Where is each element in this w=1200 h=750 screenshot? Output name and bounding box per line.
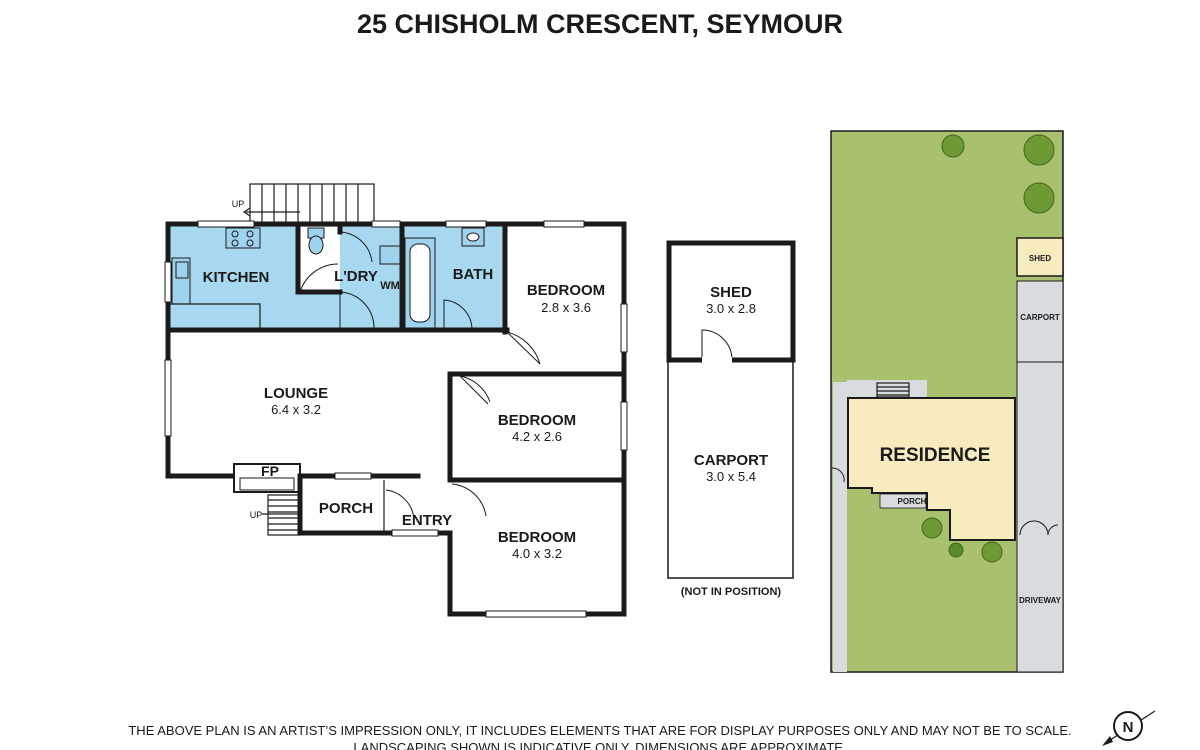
door-swing: [339, 231, 373, 263]
tree-icon: [981, 541, 1003, 563]
window: [164, 261, 172, 303]
window: [620, 303, 628, 353]
burner-icon: [246, 230, 254, 238]
stovetop-icon: [225, 227, 261, 249]
not-in-position-note: (NOT IN POSITION): [681, 586, 782, 598]
door-swing: [385, 489, 415, 521]
gate-swing: [831, 467, 845, 483]
shed-size: 3.0 x 2.8: [706, 301, 756, 316]
room-label-lounge: LOUNGE: [264, 385, 328, 402]
stairs-top: [242, 183, 375, 227]
carport-size: 3.0 x 5.4: [706, 469, 756, 484]
room-label-fireplace: FP: [261, 463, 279, 479]
door-swing: [443, 299, 473, 331]
compass-north-label: N: [1123, 719, 1134, 736]
carport-label: CARPORT: [694, 452, 768, 469]
stairs-up-label: UP: [250, 510, 263, 520]
room-size-bedroom: 4.0 x 3.2: [512, 546, 562, 561]
site-carport-label: CARPORT: [1020, 313, 1060, 322]
room-label-bedroom: BEDROOM: [498, 529, 576, 546]
window: [371, 220, 401, 228]
room-size-bedroom: 4.2 x 2.6: [512, 429, 562, 444]
site-plan: RESIDENCE PORCH SHED CARPORT DRIVEWAY: [830, 130, 1064, 673]
window: [485, 610, 587, 618]
window: [197, 220, 255, 228]
room-label-laundry: L'DRY: [334, 268, 378, 285]
door-swing: [339, 291, 375, 329]
main-house: UP: [164, 183, 628, 618]
site-porch: [879, 493, 927, 509]
toilet-icon: [308, 235, 324, 255]
site-residence-label: RESIDENCE: [880, 445, 991, 466]
burner-icon: [231, 230, 239, 238]
north-compass: N: [1102, 710, 1156, 746]
room-label-entry: ENTRY: [402, 512, 452, 529]
shed-label: SHED: [710, 284, 752, 301]
window: [620, 401, 628, 451]
shrub-icon: [948, 542, 964, 558]
room-label-bedroom: BEDROOM: [498, 412, 576, 429]
rear-path: [847, 380, 927, 398]
basin-icon: [466, 232, 480, 242]
room-label-kitchen: KITCHEN: [203, 269, 270, 286]
outbuildings: SHED 3.0 x 2.8 CARPORT 3.0 x 5.4 (NOT IN…: [666, 240, 796, 598]
bedroom-walls: [447, 371, 627, 483]
gate-swing: [1047, 524, 1059, 536]
carport-outline: [667, 242, 794, 579]
tree-icon: [1023, 134, 1055, 166]
interior-walls: [165, 221, 510, 335]
site-residence: [847, 397, 1016, 541]
tree-icon: [941, 134, 965, 158]
bathtub-inner: [409, 243, 431, 323]
window: [543, 220, 585, 228]
stairs-up-label: UP: [232, 199, 245, 209]
disclaimer-line-1: THE ABOVE PLAN IS AN ARTIST’S IMPRESSION…: [128, 723, 1071, 738]
room-label-bedroom: BEDROOM: [527, 282, 605, 299]
sink-bowl-icon: [175, 261, 189, 279]
driveway-paving: [1016, 280, 1064, 673]
room-label-bath: BATH: [453, 266, 494, 283]
burner-icon: [246, 239, 254, 247]
door-swing: [299, 263, 339, 293]
plan-title: 25 CHISHOLM CRESCENT, SEYMOUR: [357, 9, 843, 39]
room-size-lounge: 6.4 x 3.2: [271, 402, 321, 417]
site-shed-label: SHED: [1029, 254, 1051, 263]
stairs-bottom: [262, 494, 301, 536]
site-porch-label: PORCH: [898, 497, 927, 506]
door-swing: [459, 375, 491, 405]
kitchen-bench: [170, 303, 261, 330]
tree-icon: [1023, 182, 1055, 214]
shed-walls: [666, 240, 796, 363]
door-swing: [506, 331, 541, 365]
door-swing: [451, 483, 487, 517]
disclaimer-line-2: LANDSCAPING SHOWN IS INDICATIVE ONLY. DI…: [353, 740, 846, 750]
door-swing: [701, 329, 733, 361]
site-driveway-label: DRIVEWAY: [1019, 596, 1062, 605]
room-label-porch: PORCH: [319, 500, 373, 517]
laundry-tub-icon: [379, 245, 401, 265]
window: [391, 529, 439, 537]
window: [334, 472, 372, 480]
burner-icon: [231, 239, 239, 247]
side-path: [833, 382, 847, 672]
site-shed: [1016, 237, 1064, 277]
window: [164, 359, 172, 437]
tree-icon: [921, 517, 943, 539]
window: [445, 220, 487, 228]
washing-machine-label: WM: [380, 280, 400, 292]
room-size-bedroom: 2.8 x 3.6: [541, 300, 591, 315]
